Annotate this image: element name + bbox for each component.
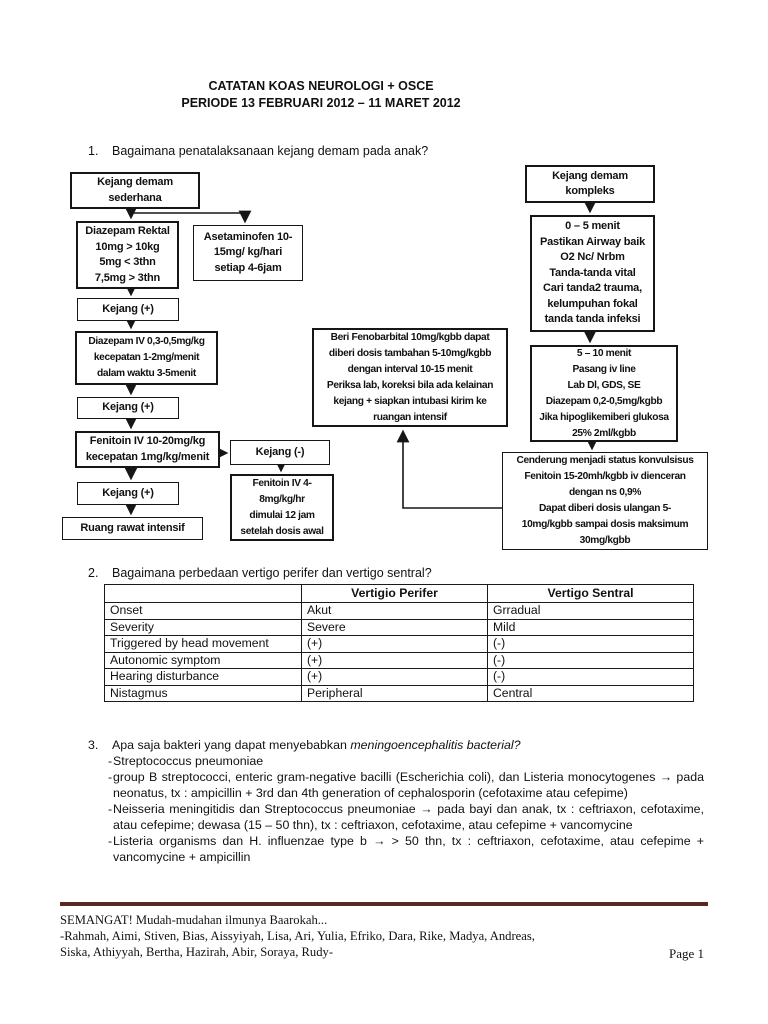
cell-label: Hearing disturbance: [104, 668, 302, 686]
list-item: - group B streptococci, enteric gram-neg…: [88, 769, 704, 801]
cell-label: Onset: [104, 602, 302, 620]
cell-perifer: Peripheral: [301, 684, 488, 702]
cell-perifer: (+): [301, 651, 488, 669]
question-3-text: Apa saja bakteri yang dapat menyebabkan …: [112, 738, 521, 752]
list-item: - Streptococcus pneumoniae: [88, 753, 704, 769]
list-item-text: Neisseria meningitidis dan Streptococcus…: [113, 802, 704, 832]
cell-sentral: Mild: [487, 618, 694, 636]
table-row: Severity Severe Mild: [104, 618, 694, 636]
footer-names-line-2: Siska, Athiyyah, Bertha, Hazirah, Abir, …: [60, 945, 334, 959]
document-title: CATATAN KOAS NEUROLOGI + OSCE PERIODE 13…: [0, 78, 642, 112]
bullet-dash: -: [108, 802, 113, 816]
bullet-dash: -: [108, 834, 113, 848]
page-footer: SEMANGAT! Mudah-mudahan ilmunya Baarokah…: [60, 902, 708, 961]
cell-label: Severity: [104, 618, 302, 636]
bullet-dash: -: [108, 754, 113, 768]
question-1-text: Bagaimana penatalaksanaan kejang demam p…: [112, 144, 429, 158]
question-3-heading: 3. Apa saja bakteri yang dapat menyebabk…: [88, 737, 704, 753]
table-header-sentral: Vertigo Sentral: [487, 584, 694, 603]
list-item-text: group B streptococci, enteric gram-negat…: [113, 770, 704, 800]
flow-box-kejang-positif-2: Kejang (+): [77, 397, 179, 419]
cell-sentral: (-): [487, 668, 694, 686]
cell-sentral: Central: [487, 684, 694, 702]
cell-perifer: Akut: [301, 602, 488, 620]
cell-label: Autonomic symptom: [104, 651, 302, 669]
table-header-row: Vertigio Perifer Vertigo Sentral: [104, 584, 694, 603]
table-row: Triggered by head movement (+) (-): [104, 635, 694, 653]
title-line-1: CATATAN KOAS NEUROLOGI + OSCE: [208, 79, 434, 93]
table-header-empty: [104, 584, 302, 603]
flow-box-kejang-positif-1: Kejang (+): [77, 298, 179, 321]
flow-box-kejang-positif-3: Kejang (+): [77, 482, 179, 505]
cell-sentral: (-): [487, 651, 694, 669]
page-number: Page 1: [668, 946, 704, 961]
footer-divider: [60, 902, 708, 906]
flow-box-kejang-negatif: Kejang (-): [230, 440, 330, 465]
cell-perifer: Severe: [301, 618, 488, 636]
question-1-number: 1.: [88, 144, 99, 158]
table-header-perifer: Vertigio Perifer: [301, 584, 488, 603]
list-item: - Neisseria meningitidis dan Streptococc…: [88, 801, 704, 833]
question-2-text: Bagaimana perbedaan vertigo perifer dan …: [112, 566, 432, 580]
footer-motto: SEMANGAT! Mudah-mudahan ilmunya Baarokah…: [60, 913, 328, 927]
vertigo-table: Vertigio Perifer Vertigo Sentral Onset A…: [104, 584, 694, 702]
footer-names-line-1: -Rahmah, Aimi, Stiven, Bias, Aissyiyah, …: [60, 929, 535, 943]
list-item: - Listeria organisms dan H. influenzae t…: [88, 833, 704, 865]
table-row: Onset Akut Grradual: [104, 602, 694, 620]
question-3: 3. Apa saja bakteri yang dapat menyebabk…: [88, 737, 704, 865]
table-row: Hearing disturbance (+) (-): [104, 668, 694, 686]
flow-box-ruang-rawat-intensif: Ruang rawat intensif: [62, 517, 203, 540]
cell-sentral: Grradual: [487, 602, 694, 620]
table-row: Nistagmus Peripheral Central: [104, 684, 694, 702]
list-item-text: Listeria organisms dan H. influenzae typ…: [113, 834, 704, 864]
cell-sentral: (-): [487, 635, 694, 653]
title-line-2: PERIODE 13 FEBRUARI 2012 – 11 MARET 2012: [181, 96, 461, 110]
bullet-dash: -: [108, 770, 113, 784]
question-3-number: 3.: [88, 738, 99, 752]
cell-label: Nistagmus: [104, 684, 302, 702]
question-2: 2. Bagaimana perbedaan vertigo perifer da…: [88, 566, 432, 580]
cell-perifer: (+): [301, 635, 488, 653]
cell-perifer: (+): [301, 668, 488, 686]
table-row: Autonomic symptom (+) (-): [104, 651, 694, 669]
cell-label: Triggered by head movement: [104, 635, 302, 653]
question-1: 1. Bagaimana penatalaksanaan kejang demam…: [88, 144, 428, 158]
list-item-text: Streptococcus pneumoniae: [113, 754, 264, 768]
question-2-number: 2.: [88, 566, 99, 580]
